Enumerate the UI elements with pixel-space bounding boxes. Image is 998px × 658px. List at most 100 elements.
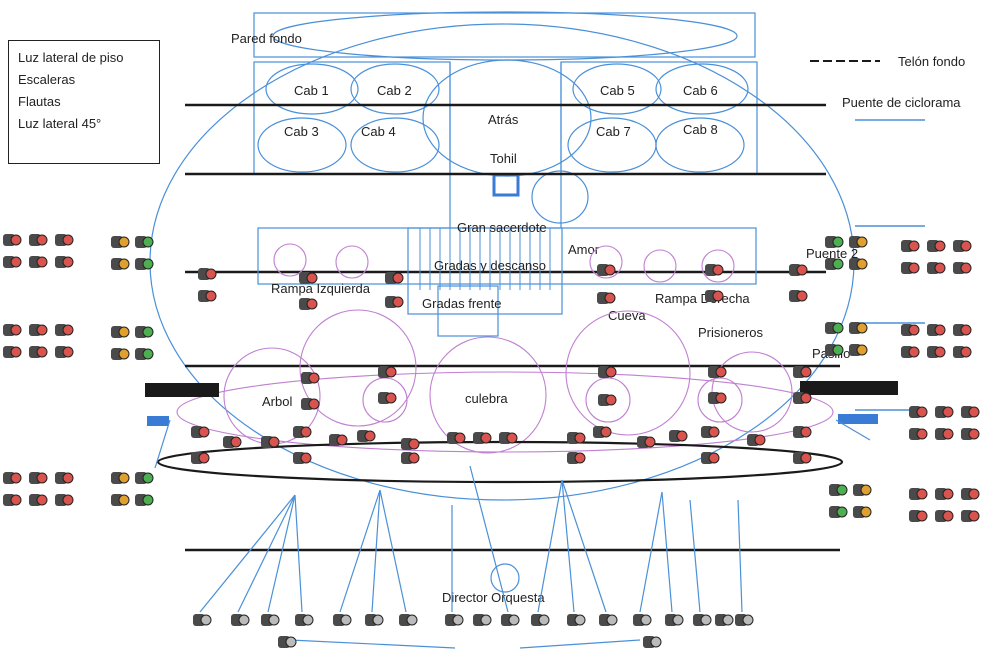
side-light-icon [825, 344, 844, 356]
side-light-icon [29, 324, 48, 336]
front-stage-light-icon [567, 432, 586, 444]
front-stage-light-icon [447, 432, 466, 444]
side-light-icon [901, 346, 920, 358]
legend-box: Luz lateral de piso Escaleras Flautas Lu… [8, 40, 160, 164]
foh-light-icon [399, 614, 418, 626]
side-light-icon [853, 506, 872, 518]
stage-light-icon [299, 298, 318, 310]
foh-light-icon [295, 614, 314, 626]
cab4-ellipse [350, 117, 440, 173]
front-stage-light-icon [293, 426, 312, 438]
side-light-icon [935, 488, 954, 500]
pared-fondo-rect [253, 12, 756, 58]
cueva-label: Cueva [608, 308, 646, 323]
foh-light-icon [735, 614, 754, 626]
rampa-izquierda-label: Rampa Izquierda [271, 281, 371, 296]
telon-fondo-key-label: Telón fondo [898, 54, 965, 69]
puente2-label: Puente 2 [806, 246, 858, 261]
side-light-icon [961, 488, 980, 500]
side-light-icon [927, 240, 946, 252]
cab6-ellipse [655, 63, 749, 115]
foh-light-icon [643, 636, 662, 648]
front-stage-light-icon [293, 452, 312, 464]
front-stage-light-icon [223, 436, 242, 448]
left-black-bar [145, 383, 219, 397]
front-light-beams [154, 419, 871, 649]
foh-light-icon [531, 614, 550, 626]
legend-item: Luz lateral 45° [18, 116, 102, 131]
amor-label: Amor [568, 242, 600, 257]
side-light-icon [901, 324, 920, 336]
front-stage-light-icon [499, 432, 518, 444]
foh-light-icon [261, 614, 280, 626]
foh-light-icon [633, 614, 652, 626]
side-light-icon [3, 256, 22, 268]
front-stage-light-icon [593, 426, 612, 438]
culebra-label: culebra [465, 391, 508, 406]
foh-light-icon [333, 614, 352, 626]
tohil-platform [492, 173, 520, 197]
stage-light-icon [705, 290, 724, 302]
pared-fondo-ellipse [272, 11, 738, 61]
stage-front-purple-ellipse [176, 371, 834, 453]
stage-light-icon [708, 366, 727, 378]
front-stage-light-icon [747, 434, 766, 446]
purple-zone-circles-upper [273, 243, 735, 283]
legend-item: Flautas [18, 94, 61, 109]
cab4-label: Cab 4 [361, 124, 396, 139]
stage-light-icon [597, 264, 616, 276]
front-stage-light-icon [701, 426, 720, 438]
front-stage-light-icon [357, 430, 376, 442]
gran-sacerdote-platform [257, 227, 757, 285]
foh-light-icon [473, 614, 492, 626]
side-light-icon [29, 494, 48, 506]
side-light-icon [135, 236, 154, 248]
legend-item: Luz lateral de piso [18, 50, 124, 65]
side-light-icon [927, 324, 946, 336]
stage-light-icon [301, 372, 320, 384]
stage-light-icon [789, 290, 808, 302]
front-stage-light-icon [329, 434, 348, 446]
tohil-label: Tohil [490, 151, 517, 166]
side-light-icon [961, 510, 980, 522]
cab5-label: Cab 5 [600, 83, 635, 98]
side-light-icon [909, 488, 928, 500]
stage-light-icon [793, 392, 812, 404]
side-light-icon [135, 258, 154, 270]
arbol-label: Arbol [262, 394, 292, 409]
tohil-ellipse [531, 170, 589, 224]
stage-light-icon [198, 290, 217, 302]
side-light-icon [909, 428, 928, 440]
stage-light-icon [299, 272, 318, 284]
side-light-icon [901, 262, 920, 274]
stage-light-icon [597, 292, 616, 304]
cab6-label: Cab 6 [683, 83, 718, 98]
side-light-icon [829, 484, 848, 496]
side-light-icon [29, 346, 48, 358]
side-light-icon [55, 346, 74, 358]
stage-edge-ellipse [156, 440, 844, 484]
side-light-icon [927, 262, 946, 274]
side-light-icon [825, 322, 844, 334]
front-stage-light-icon [669, 430, 688, 442]
side-light-icon [953, 240, 972, 252]
side-light-icon [3, 234, 22, 246]
gran-sacerdote-label: Gran sacerdote [457, 220, 547, 235]
stage-light-icon [198, 268, 217, 280]
side-light-icon [3, 324, 22, 336]
gradas-block [407, 227, 563, 315]
stage-light-icon [793, 366, 812, 378]
front-stage-light-icon [191, 426, 210, 438]
side-light-icon [55, 494, 74, 506]
front-stage-light-icon [261, 436, 280, 448]
stage-light-icon [598, 366, 617, 378]
side-light-icon [927, 346, 946, 358]
side-light-icon [111, 258, 130, 270]
front-stage-light-icon [793, 426, 812, 438]
stage-light-icon [789, 264, 808, 276]
side-light-icon [953, 324, 972, 336]
side-light-icon [935, 406, 954, 418]
cab3-label: Cab 3 [284, 124, 319, 139]
foh-light-icon [193, 614, 212, 626]
foh-light-icon [278, 636, 297, 648]
